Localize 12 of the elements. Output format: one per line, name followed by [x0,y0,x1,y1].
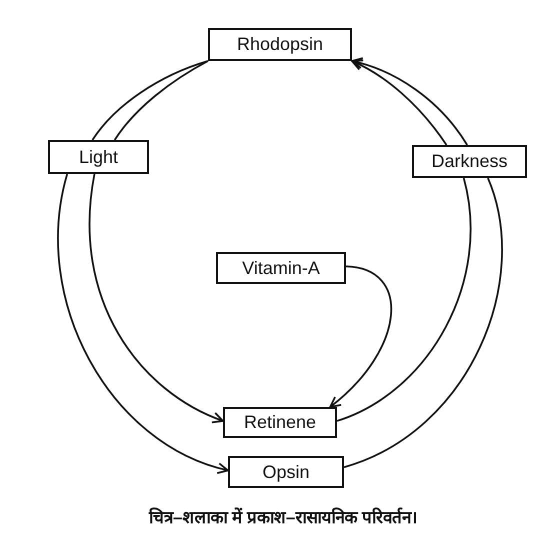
label-box: Opsin [228,456,344,488]
label-box: Vitamin-A [216,252,346,284]
label-box: Darkness [412,145,527,178]
arrow [329,266,392,408]
label-box: Retinene [223,407,337,438]
caption: चित्र–शलाका में प्रकाश–रासायनिक परिवर्तन। [148,506,418,528]
arrow [351,60,448,146]
arrow [351,58,468,146]
label-box: Rhodopsin [208,28,352,61]
arrow [57,174,229,474]
label-box: Light [48,140,149,174]
arrow [88,174,224,423]
